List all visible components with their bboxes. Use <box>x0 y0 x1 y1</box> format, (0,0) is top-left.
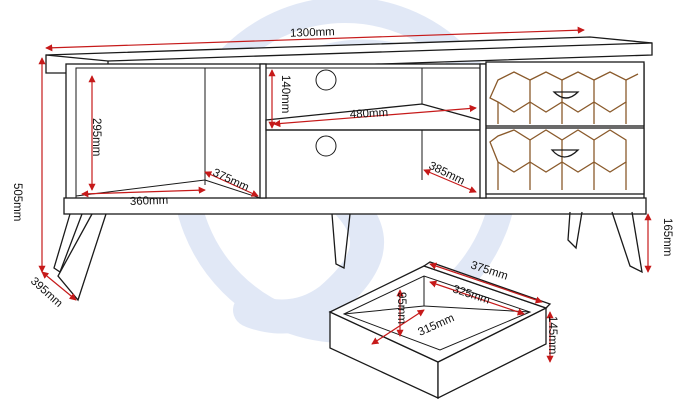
label-overall-width: 1300mm <box>290 26 335 40</box>
leg-front-right <box>611 211 643 274</box>
label-drawer-outer-height: 145mm <box>546 316 558 354</box>
label-middle-height: 140mm <box>279 75 291 113</box>
label-open-shelf-height: 295mm <box>90 118 102 156</box>
tv-unit <box>45 36 653 302</box>
drawer-handle-bottom <box>550 149 580 158</box>
dimension-lines <box>38 26 652 301</box>
label-middle-width: 480mm <box>350 107 389 121</box>
leg-back-left <box>53 213 83 273</box>
dim-depth-line <box>41 271 77 301</box>
dim-width-line <box>45 26 585 52</box>
dim-middle-width-line <box>273 104 477 128</box>
drawer-handle-top <box>552 91 580 99</box>
dim-middle-depth-line <box>423 169 477 193</box>
leg-middle <box>331 213 351 269</box>
drawer-dimension-lines <box>371 262 554 363</box>
leg-back-right <box>567 211 583 250</box>
right-divider <box>479 63 487 199</box>
label-depth: 395mm <box>28 275 65 310</box>
drawer-front-bottom <box>485 127 645 195</box>
cable-hole-top <box>315 69 337 91</box>
drawer-front-top <box>485 61 645 127</box>
label-drawer-inner-height: 95mm <box>395 292 407 324</box>
label-open-shelf-width: 360mm <box>130 195 169 208</box>
label-overall-height: 505mm <box>11 183 23 221</box>
hex-pattern <box>489 71 639 190</box>
dim-open-shelf-width-line <box>81 186 206 198</box>
label-leg-height: 165mm <box>661 218 673 256</box>
left-divider <box>259 63 267 199</box>
dim-open-shelf-depth-line <box>204 171 259 197</box>
cable-hole-bottom <box>315 135 337 157</box>
dim-drawer-inner-width-line <box>429 280 525 316</box>
